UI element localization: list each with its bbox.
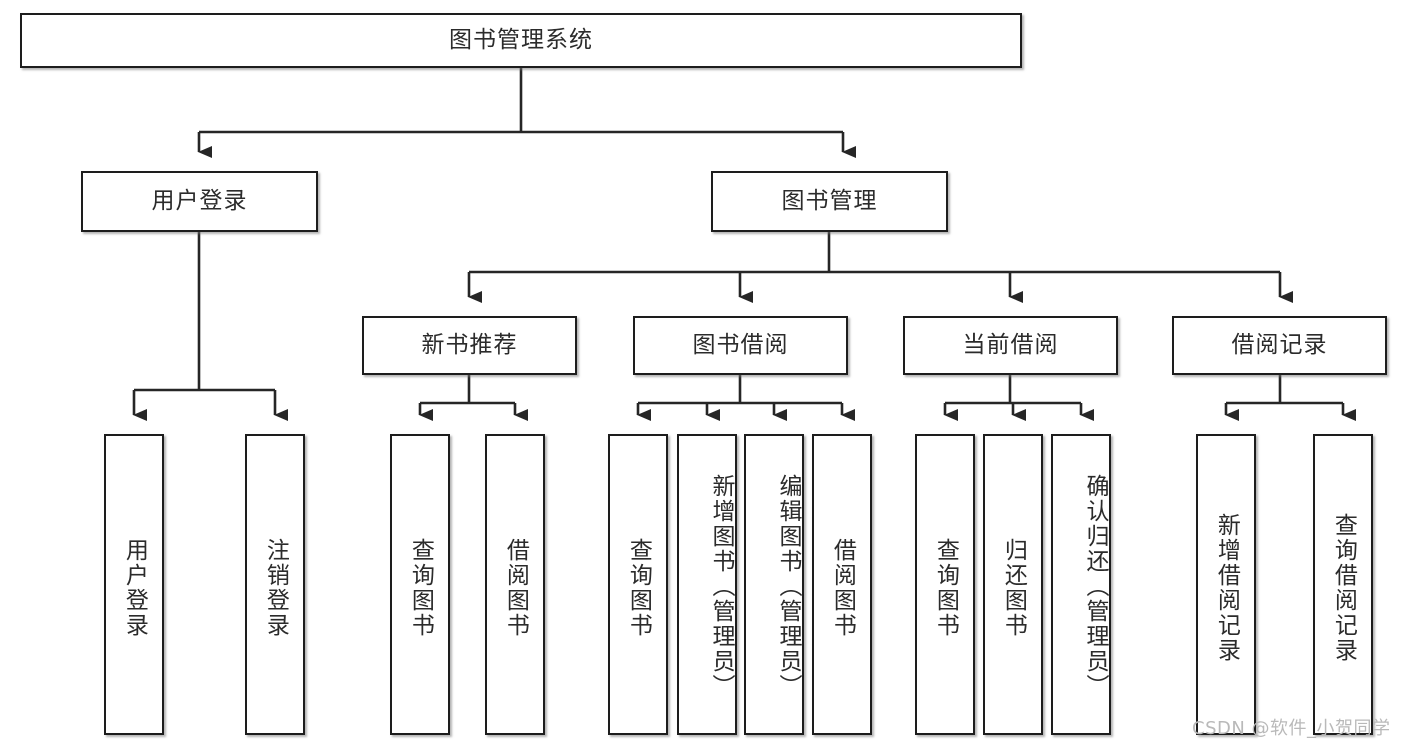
node-current-borrow-label: 当前借阅: [962, 331, 1059, 358]
node-leaf-query-book-2[interactable]: 查询图书: [608, 434, 668, 735]
node-leaf-add-book-admin[interactable]: 新增图书（管理员）: [677, 434, 737, 735]
node-leaf-add-book-admin-label: 新增图书（管理员）: [708, 474, 734, 699]
node-book-borrow[interactable]: 图书借阅: [633, 316, 848, 375]
node-leaf-user-login[interactable]: 用户登录: [104, 434, 164, 735]
node-borrow-record[interactable]: 借阅记录: [1172, 316, 1387, 375]
node-leaf-query-book-1-label: 查询图书: [407, 537, 434, 638]
node-root[interactable]: 图书管理系统: [20, 13, 1022, 68]
csdn-watermark-text: CSDN @软件_小贺同学: [1192, 718, 1391, 739]
node-leaf-confirm-return-admin-label: 确认归还（管理员）: [1082, 474, 1108, 699]
node-leaf-return-book[interactable]: 归还图书: [983, 434, 1043, 735]
node-leaf-borrow-book-1-label: 借阅图书: [502, 537, 529, 638]
node-leaf-edit-book-admin[interactable]: 编辑图书（管理员）: [744, 434, 804, 735]
node-borrow-record-label: 借阅记录: [1231, 331, 1328, 358]
node-leaf-user-login-label: 用户登录: [121, 537, 148, 638]
node-leaf-return-book-label: 归还图书: [1000, 537, 1027, 638]
node-leaf-edit-book-admin-label: 编辑图书（管理员）: [775, 474, 801, 699]
node-user-login-label: 用户登录: [151, 187, 248, 214]
node-leaf-query-borrow-record-label: 查询借阅记录: [1330, 512, 1357, 663]
node-leaf-borrow-book-1[interactable]: 借阅图书: [485, 434, 545, 735]
node-new-book-recommend-label: 新书推荐: [421, 331, 518, 358]
node-user-login[interactable]: 用户登录: [81, 171, 318, 232]
node-leaf-user-logout[interactable]: 注销登录: [245, 434, 305, 735]
node-book-manage-label: 图书管理: [781, 187, 878, 214]
node-current-borrow[interactable]: 当前借阅: [903, 316, 1118, 375]
node-leaf-query-borrow-record[interactable]: 查询借阅记录: [1313, 434, 1373, 735]
node-leaf-query-book-3[interactable]: 查询图书: [915, 434, 975, 735]
node-book-borrow-label: 图书借阅: [692, 331, 789, 358]
node-leaf-borrow-book-2[interactable]: 借阅图书: [812, 434, 872, 735]
node-leaf-query-book-3-label: 查询图书: [932, 537, 959, 638]
node-book-manage[interactable]: 图书管理: [711, 171, 948, 232]
node-leaf-borrow-book-2-label: 借阅图书: [829, 537, 856, 638]
node-leaf-add-borrow-record-label: 新增借阅记录: [1213, 512, 1240, 663]
node-leaf-query-book-2-label: 查询图书: [625, 537, 652, 638]
node-new-book-recommend[interactable]: 新书推荐: [362, 316, 577, 375]
csdn-watermark: CSDN @软件_小贺同学: [1192, 714, 1391, 740]
node-leaf-user-logout-label: 注销登录: [262, 537, 289, 638]
node-root-label: 图书管理系统: [449, 26, 593, 53]
node-leaf-add-borrow-record[interactable]: 新增借阅记录: [1196, 434, 1256, 735]
node-leaf-query-book-1[interactable]: 查询图书: [390, 434, 450, 735]
node-leaf-confirm-return-admin[interactable]: 确认归还（管理员）: [1051, 434, 1111, 735]
